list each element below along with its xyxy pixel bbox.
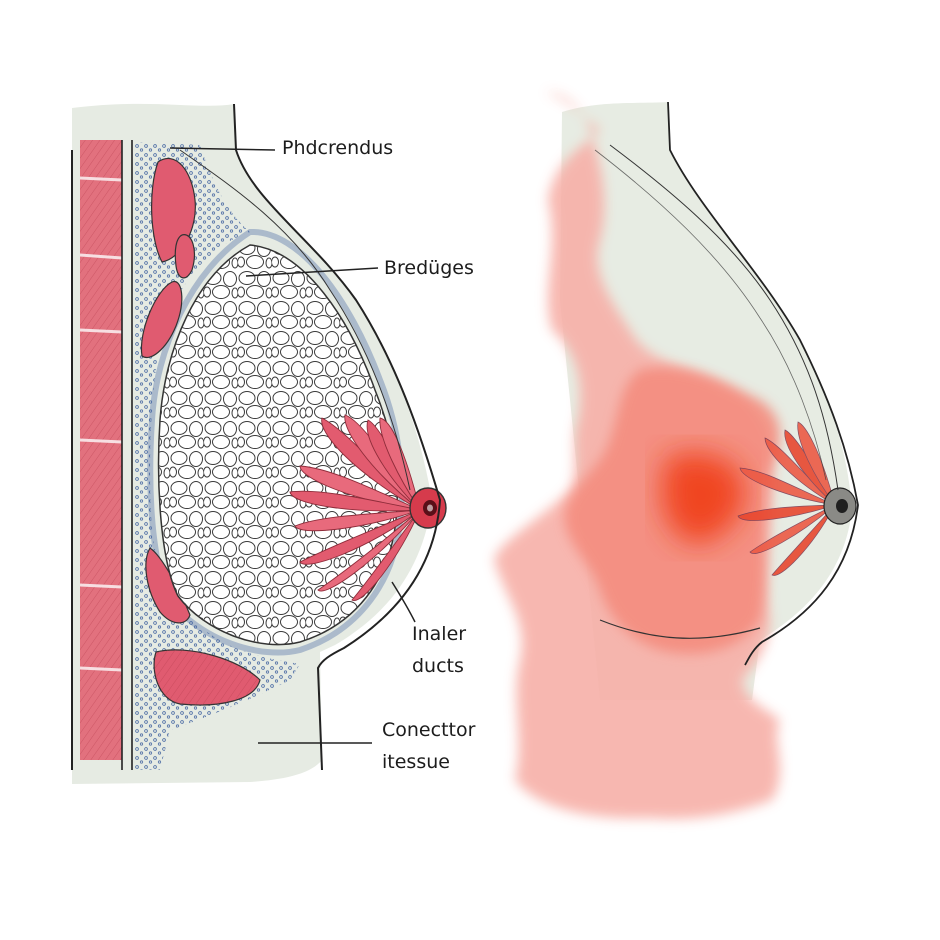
label-connective: Conecttor itessue [382,714,475,778]
label-ducts-line1: Inaler [412,623,467,645]
label-ducts-line2: ducts [412,655,464,677]
label-connective-line2: itessue [382,751,450,773]
lactiferous-ducts [289,414,421,601]
right-watercolor-view [494,92,859,819]
label-leader-lines [169,147,416,744]
right-skin-contour [667,101,859,666]
label-middle-text: Bredüges [384,257,474,279]
right-nipple [823,487,857,525]
rib-segments [79,176,123,672]
label-top: Phdcrendus [282,132,393,164]
skin-contour [233,103,442,771]
pectoral-muscle-lobes [140,157,261,706]
label-middle: Bredüges [384,252,474,284]
label-ducts: Inaler ducts [412,618,466,682]
watercolor-hot-spot [661,452,745,544]
right-ducts [737,421,836,576]
nipple [409,487,447,529]
label-top-text: Phdcrendus [282,137,394,159]
label-connective-line1: Conecttor [382,719,476,741]
left-cross-section [71,103,447,784]
